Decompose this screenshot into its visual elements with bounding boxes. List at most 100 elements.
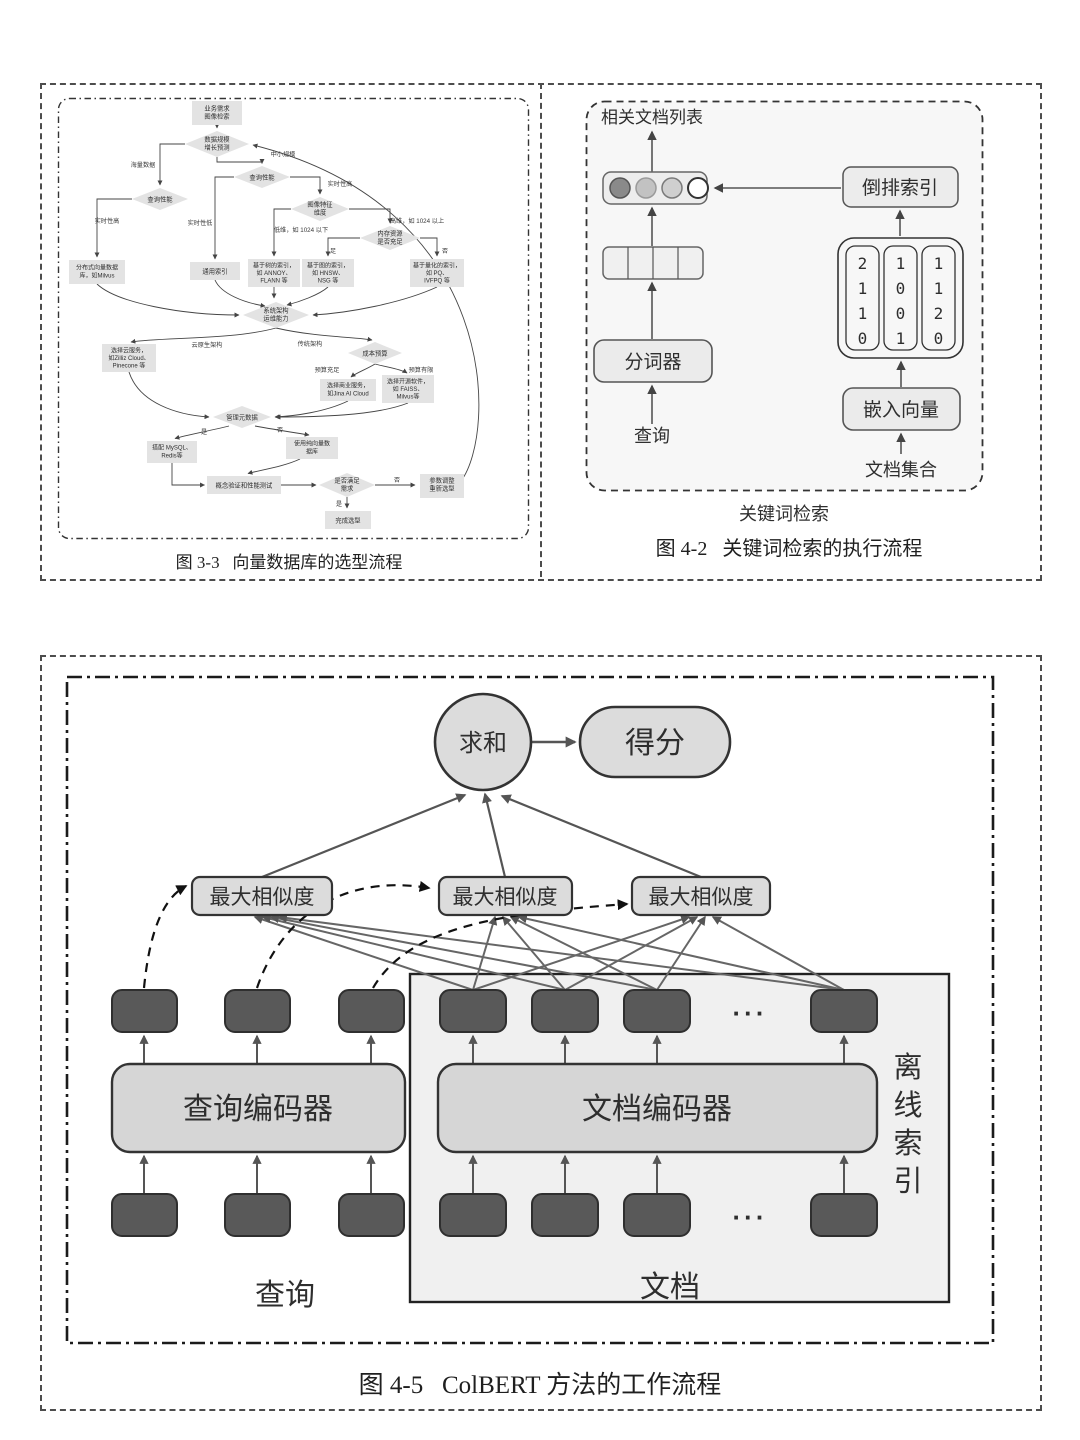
svg-text:查询性能: 查询性能 (249, 173, 275, 182)
svg-text:中小规模: 中小规模 (271, 151, 296, 159)
svg-text:分词器: 分词器 (624, 351, 681, 373)
node-poc-test (207, 476, 281, 494)
node-d-satisfy (319, 473, 375, 497)
svg-text:完成选型: 完成选型 (335, 516, 360, 525)
node-leaf-graph (302, 259, 354, 287)
figure-4-5-panel: 求和 得分 最大相似度 最大相似度 最大相似度 (40, 655, 1042, 1411)
node-pure-vector-db (286, 437, 338, 459)
svg-text:云原生架构: 云原生架构 (192, 341, 223, 349)
svg-text:基于树的索引，如 ANNOY、FLANN 等: 基于树的索引，如 ANNOY、FLANN 等 (253, 262, 295, 285)
svg-text:选择云服务，如Zilliz Cloud、Pinecone 等: 选择云服务，如Zilliz Cloud、Pinecone 等 (108, 347, 149, 370)
svg-text:得分: 得分 (625, 727, 685, 760)
doc-collection-label: 文档集合 (865, 460, 937, 480)
node-start-label: 业务需求图像检索 (204, 104, 230, 121)
svg-text:倒排索引: 倒排索引 (862, 177, 938, 199)
encoder-arrows (139, 1034, 849, 1194)
svg-text:否: 否 (277, 427, 283, 434)
node-d-query-left (132, 188, 188, 210)
svg-text:最大相似度: 最大相似度 (649, 886, 754, 909)
svg-text:低维，如 1024 以下: 低维，如 1024 以下 (274, 226, 328, 234)
svg-text:嵌入向量: 嵌入向量 (863, 399, 939, 421)
query-encoder-box (110, 1062, 407, 1154)
svg-text:查询编码器: 查询编码器 (183, 1093, 333, 1126)
svg-text:管理元数据: 管理元数据 (226, 413, 258, 422)
doc-label: 文档 (640, 1271, 700, 1304)
tokenizer-box (593, 339, 713, 383)
postings-col-2 (883, 245, 918, 351)
embedding-box (842, 387, 961, 431)
svg-text:通用索引: 通用索引 (202, 267, 227, 276)
figure-4-2-caption: 图 4-2 关键词检索的执行流程 (655, 538, 923, 560)
node-leaf-distributed (69, 260, 125, 284)
maxsim-box-3 (630, 875, 772, 917)
panel-divider (540, 83, 542, 577)
result-dot-2 (635, 177, 657, 199)
svg-text:实时性高: 实时性高 (95, 217, 120, 225)
node-done (325, 511, 371, 529)
related-docs-label: 相关文档列表 (601, 108, 703, 127)
figure-4-5-caption: 图 4-5 ColBERT 方法的工作流程 (358, 1372, 722, 1399)
flowchart-edge-labels: 海量数据 中小规模 实时性高 实时性高 实时性低 低维，如 1024 以下 高维… (95, 151, 448, 509)
score-node (578, 705, 732, 779)
svg-text:参数调整重新选型: 参数调整重新选型 (429, 476, 455, 493)
svg-text:最大相似度: 最大相似度 (210, 886, 315, 909)
node-mysql-redis (147, 441, 197, 463)
offline-index-label: 离线索引 (893, 1051, 922, 1198)
node-leaf-quant (410, 259, 464, 287)
svg-text:分布式向量数据库，如Milvus: 分布式向量数据库，如Milvus (76, 264, 118, 280)
query-input-label: 查询 (634, 426, 670, 446)
svg-text:高维，如 1024 以上: 高维，如 1024 以上 (390, 217, 444, 225)
node-d-budget (348, 342, 402, 364)
svg-text:选择开源软件，如 FAISS、Milvus等: 选择开源软件，如 FAISS、Milvus等 (387, 378, 429, 401)
svg-text:搭配 MySQL、Redis等: 搭配 MySQL、Redis等 (152, 444, 192, 460)
inverted-index-box (842, 166, 959, 208)
flowchart-nodes: 业务需求图像检索 数据规模增长预测 查询性能 查询性能 图像特征维度 内存资源是… (69, 101, 464, 529)
colbert-border (65, 675, 995, 1345)
maxsim-box-1 (190, 875, 334, 917)
svg-text:海量数据: 海量数据 (131, 161, 156, 169)
svg-text:查询性能: 查询性能 (147, 195, 173, 204)
node-d-memory (360, 226, 420, 250)
svg-text:成本预算: 成本预算 (362, 349, 387, 358)
node-commercial-service (320, 379, 376, 401)
result-dot-1 (609, 177, 631, 199)
svg-text:预算有限: 预算有限 (409, 366, 434, 374)
doc-encoder-box (436, 1062, 879, 1154)
svg-text:是: 是 (336, 501, 342, 508)
node-leaf-general (190, 262, 240, 280)
svg-text:图像特征维度: 图像特征维度 (307, 200, 333, 217)
colbert-diagram: 求和 得分 最大相似度 最大相似度 最大相似度 (65, 675, 995, 1345)
query-token-embeddings (111, 989, 405, 1237)
sum-arrows (261, 792, 702, 879)
postings-col-1 (845, 245, 880, 351)
svg-text:基于量化的索引，如 PQ、IVFPQ 等: 基于量化的索引，如 PQ、IVFPQ 等 (413, 262, 461, 285)
node-d-metadata (213, 406, 271, 428)
svg-text:否: 否 (442, 248, 448, 255)
keyword-retrieval-label: 关键词检索 (739, 504, 829, 524)
maxsim-box-2 (437, 875, 574, 917)
figure-3-3-panel: 业务需求图像检索 数据规模增长预测 查询性能 查询性能 图像特征维度 内存资源是… (40, 83, 540, 577)
flowchart-3-3: 业务需求图像检索 数据规模增长预测 查询性能 查询性能 图像特征维度 内存资源是… (57, 97, 530, 540)
keyword-arrows (647, 130, 906, 454)
result-dot-3 (661, 177, 683, 199)
svg-text:预算充足: 预算充足 (315, 366, 340, 374)
svg-text:内存资源是否充足: 内存资源是否充足 (377, 229, 403, 246)
postings-col-3 (921, 245, 956, 351)
doc-token-embeddings (439, 989, 878, 1237)
svg-text:是否满足需求: 是否满足需求 (334, 476, 360, 493)
node-d-scale (185, 131, 249, 157)
svg-text:实时性高: 实时性高 (328, 180, 353, 188)
token-cell-dividers (627, 247, 679, 279)
svg-text:使用纯向量数据库: 使用纯向量数据库 (294, 440, 330, 456)
svg-text:否: 否 (394, 477, 400, 484)
node-d-query-mid (234, 166, 290, 188)
similarity-lines (253, 913, 845, 991)
svg-text:实时性低: 实时性低 (188, 219, 213, 227)
node-start (192, 101, 242, 125)
svg-text:概念验证和性能测试: 概念验证和性能测试 (216, 481, 273, 490)
